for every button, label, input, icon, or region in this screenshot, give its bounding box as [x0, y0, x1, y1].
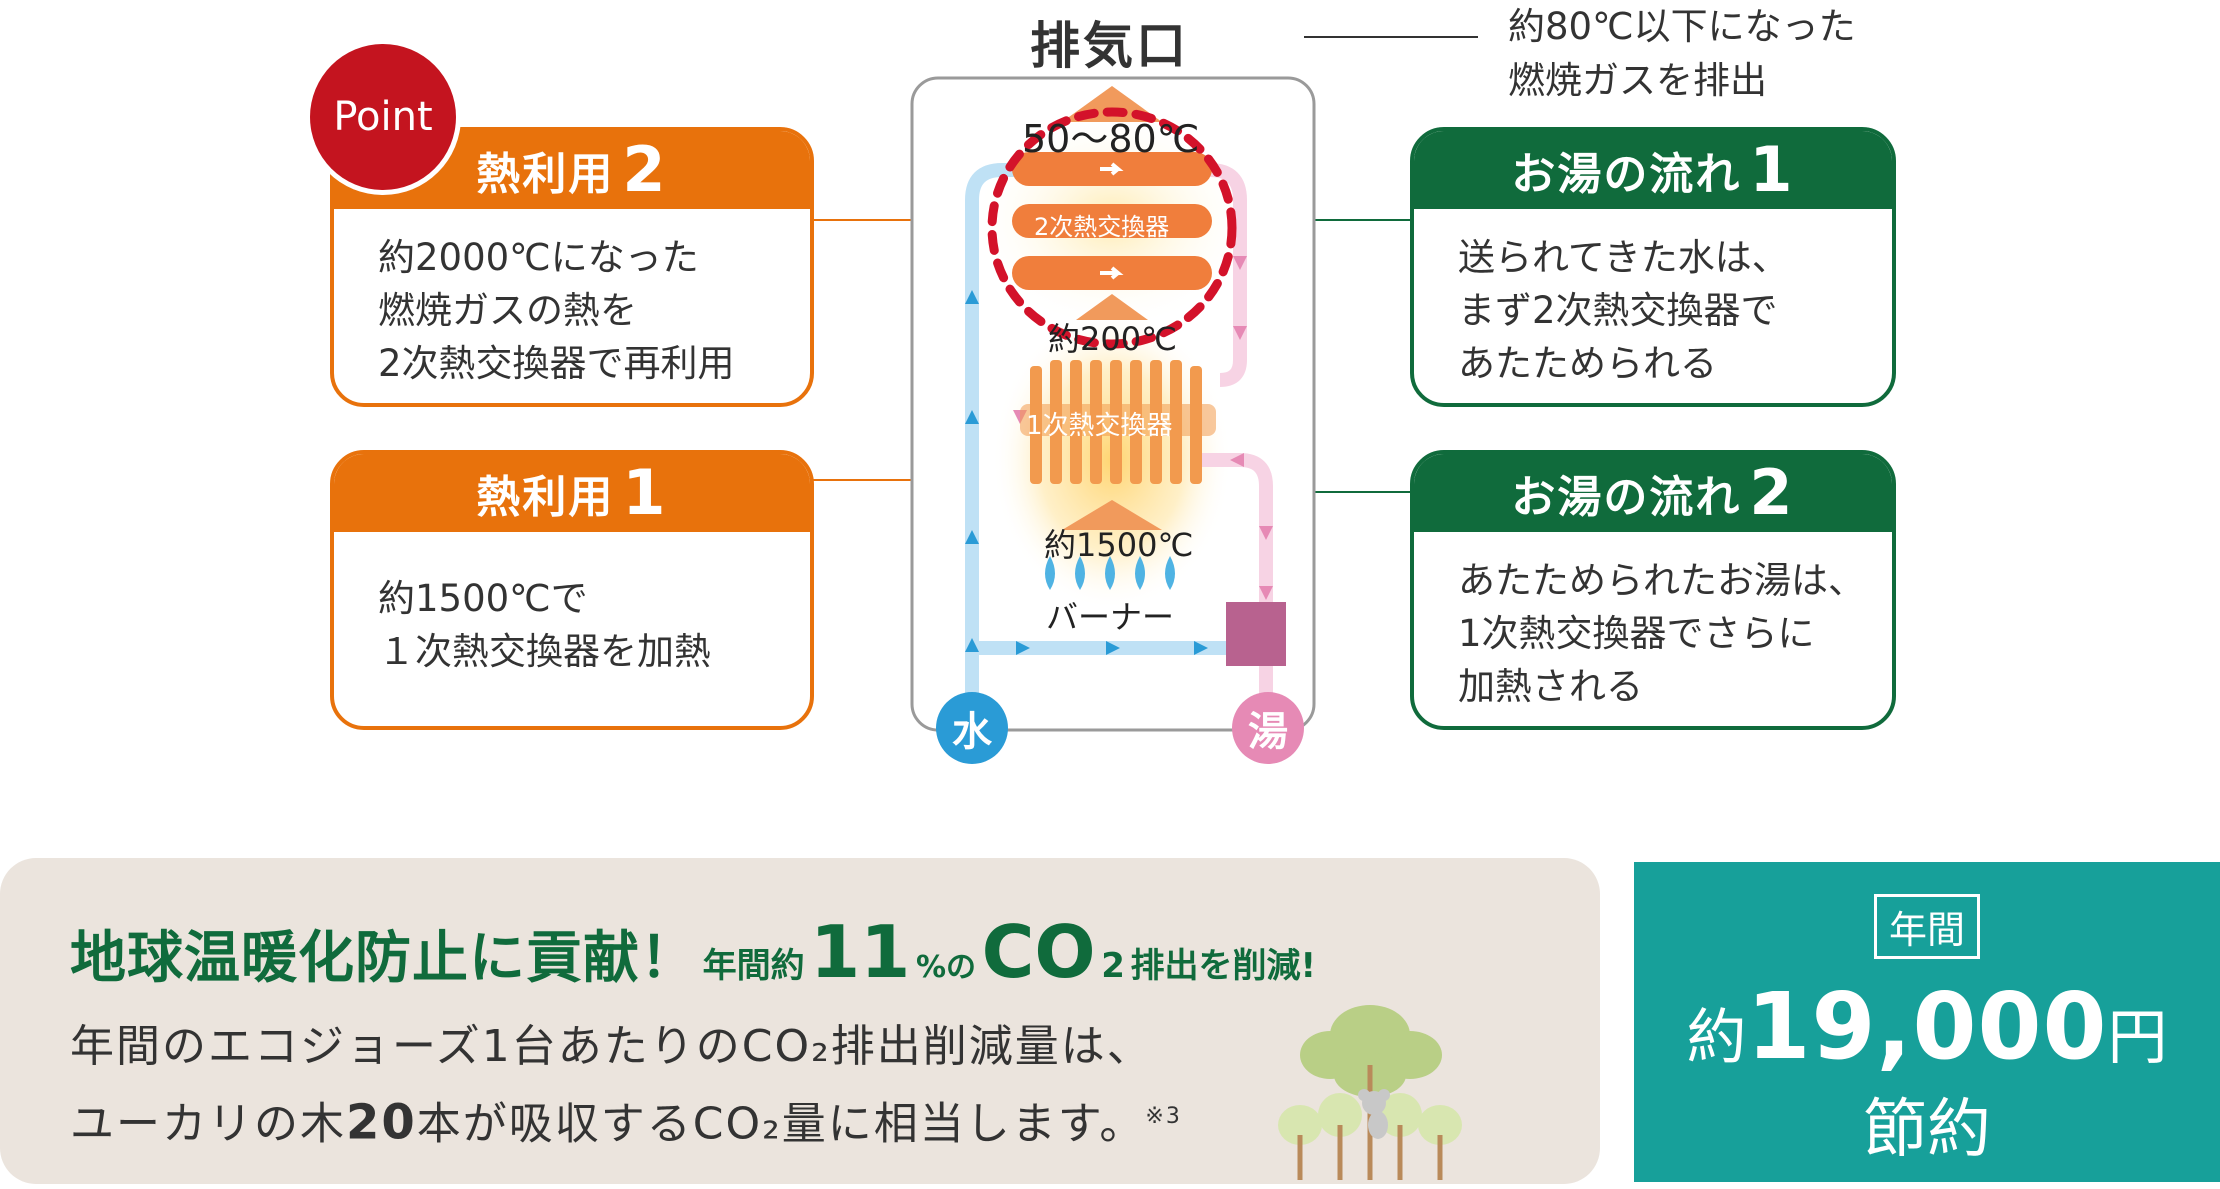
- hot-water-pipe: [1209, 163, 1247, 387]
- savings-unit: 円: [2107, 1003, 2168, 1073]
- co2-description-line: ユーカリの木20本が吸収するCO₂量に相当します。※3: [70, 1082, 1182, 1160]
- co2-sub-number: 11: [810, 910, 911, 994]
- water-flow-1-title: お湯の流れ: [1511, 149, 1742, 200]
- heat-use-2-title: 熱利用: [476, 149, 615, 200]
- heat-use-1-card: 熱利用 1 約1500℃で １次熱交換器を加熱: [330, 450, 814, 730]
- temp-top-label: 50～80℃: [1022, 117, 1200, 161]
- co2-description-line: 年間のエコジョーズ1台あたりのCO₂排出削減量は、: [70, 1021, 1153, 1072]
- cold-water-pipe: [965, 163, 1020, 730]
- co2-line2-number: 20: [346, 1094, 417, 1151]
- water-flow-1-card: お湯の流れ 1 送られてきた水は、 まず2次熱交換器で あたためられる: [1410, 127, 1896, 407]
- water-flow-2-title: お湯の流れ: [1511, 472, 1742, 523]
- heat-use-1-line: １次熱交換器を加熱: [378, 630, 711, 673]
- point-badge: Point: [310, 44, 456, 190]
- water-flow-1-line: まず2次熱交換器で: [1458, 289, 1778, 332]
- water-flow-2-number: 2: [1749, 456, 1795, 529]
- co2-sub-co2-sub: 2: [1101, 946, 1125, 986]
- secondary-exchanger-highlight: [987, 107, 1237, 349]
- savings-label: 節約: [1863, 1093, 1991, 1167]
- eucalyptus-koala-illustration: [1278, 1005, 1462, 1180]
- savings-digits: 19,000: [1746, 973, 2108, 1080]
- heat-use-1-line: 約1500℃で: [378, 577, 588, 620]
- water-flow-2-line: 1次熱交換器でさらに: [1458, 612, 1815, 655]
- exhaust-note-line: 約80℃以下になった: [1508, 5, 1856, 48]
- water-flow-1-body: 送られてきた水は、 まず2次熱交換器で あたためられる: [1414, 209, 1892, 390]
- water-flow-1-number: 1: [1749, 133, 1795, 206]
- exhaust-title: 排気口: [1030, 17, 1189, 75]
- savings-prefix: 約: [1686, 1003, 1747, 1073]
- heat-use-1-number: 1: [622, 456, 668, 529]
- exhaust-note-line: 燃焼ガスを排出: [1508, 59, 1767, 102]
- co2-description: 年間のエコジョーズ1台あたりのCO₂排出削減量は、 ユーカリの木20本が吸収する…: [70, 1012, 1182, 1160]
- co2-footnote: ※3: [1145, 1104, 1182, 1129]
- water-heater-diagram: [910, 76, 1316, 732]
- water-flow-2-card: お湯の流れ 2 あたためられたお湯は、 1次熱交換器でさらに 加熱される: [1410, 450, 1896, 730]
- savings-amount: 約19,000円: [1634, 973, 2220, 1080]
- heat-use-1-body: 約1500℃で １次熱交換器を加熱: [334, 532, 810, 678]
- co2-headline: 地球温暖化防止に貢献！ 年間約 11 %の CO 2 排出を削減!: [70, 910, 1316, 994]
- water-badge: 水: [936, 692, 1008, 764]
- koala-icon: [1358, 1089, 1390, 1139]
- savings-year-box: 年間: [1873, 894, 1980, 959]
- heat-use-2-line: 燃焼ガスの熱を: [378, 289, 637, 332]
- exhaust-note: 約80℃以下になった 燃焼ガスを排出: [1508, 0, 1856, 108]
- water-flow-1-header: お湯の流れ 1: [1414, 131, 1892, 209]
- co2-sub-co2: CO: [981, 910, 1096, 994]
- water-flow-2-body: あたためられたお湯は、 1次熱交換器でさらに 加熱される: [1414, 532, 1892, 713]
- secondary-exchanger-label: 2次熱交換器: [1034, 213, 1170, 241]
- heat-use-2-line: 2次熱交換器で再利用: [378, 342, 735, 385]
- water-flow-1-line: あたためられる: [1458, 342, 1717, 385]
- co2-sub-suffix: 排出を削減!: [1130, 946, 1316, 986]
- temp-low-label: 約1500℃: [1044, 526, 1194, 564]
- secondary-tube-label-bg: [1012, 204, 1212, 238]
- co2-headline-main: 地球温暖化防止に貢献！: [70, 926, 697, 991]
- water-flow-2-header: お湯の流れ 2: [1414, 454, 1892, 532]
- burner-flame-icons: [1045, 556, 1175, 590]
- primary-exchanger-label-bg: [1020, 404, 1216, 436]
- hot-water-badge: 湯: [1232, 692, 1304, 764]
- co2-line2-a: ユーカリの木: [70, 1098, 346, 1150]
- heat-use-2-line: 約2000℃になった: [378, 236, 699, 279]
- heat-use-2-body: 約2000℃になった 燃焼ガスの熱を 2次熱交換器で再利用: [334, 209, 810, 390]
- heat-use-1-title: 熱利用: [476, 472, 615, 523]
- mid-heat-arrow: [1076, 294, 1148, 320]
- water-flow-1-line: 送られてきた水は、: [1458, 236, 1789, 279]
- heat-use-1-header: 熱利用 1: [334, 454, 810, 532]
- water-flow-2-line: 加熱される: [1458, 665, 1643, 708]
- savings-panel: 年間 約19,000円 節約: [1634, 862, 2220, 1182]
- temp-mid-label: 約200℃: [1048, 320, 1178, 358]
- co2-line2-b: 本が吸収するCO₂量に相当します。: [416, 1098, 1146, 1150]
- cold-water-arrows: [965, 290, 1208, 655]
- heat-use-2-number: 2: [622, 133, 668, 206]
- co2-sub-pct: %の: [915, 950, 976, 985]
- burner-label: バーナー: [1046, 598, 1175, 636]
- burner-heat-arrow: [1062, 500, 1162, 530]
- hot-water-tank: [1226, 602, 1286, 666]
- co2-sub-prefix: 年間約: [702, 946, 805, 986]
- primary-exchanger-label: 1次熱交換器: [1026, 411, 1173, 441]
- water-flow-2-line: あたためられたお湯は、: [1458, 559, 1865, 602]
